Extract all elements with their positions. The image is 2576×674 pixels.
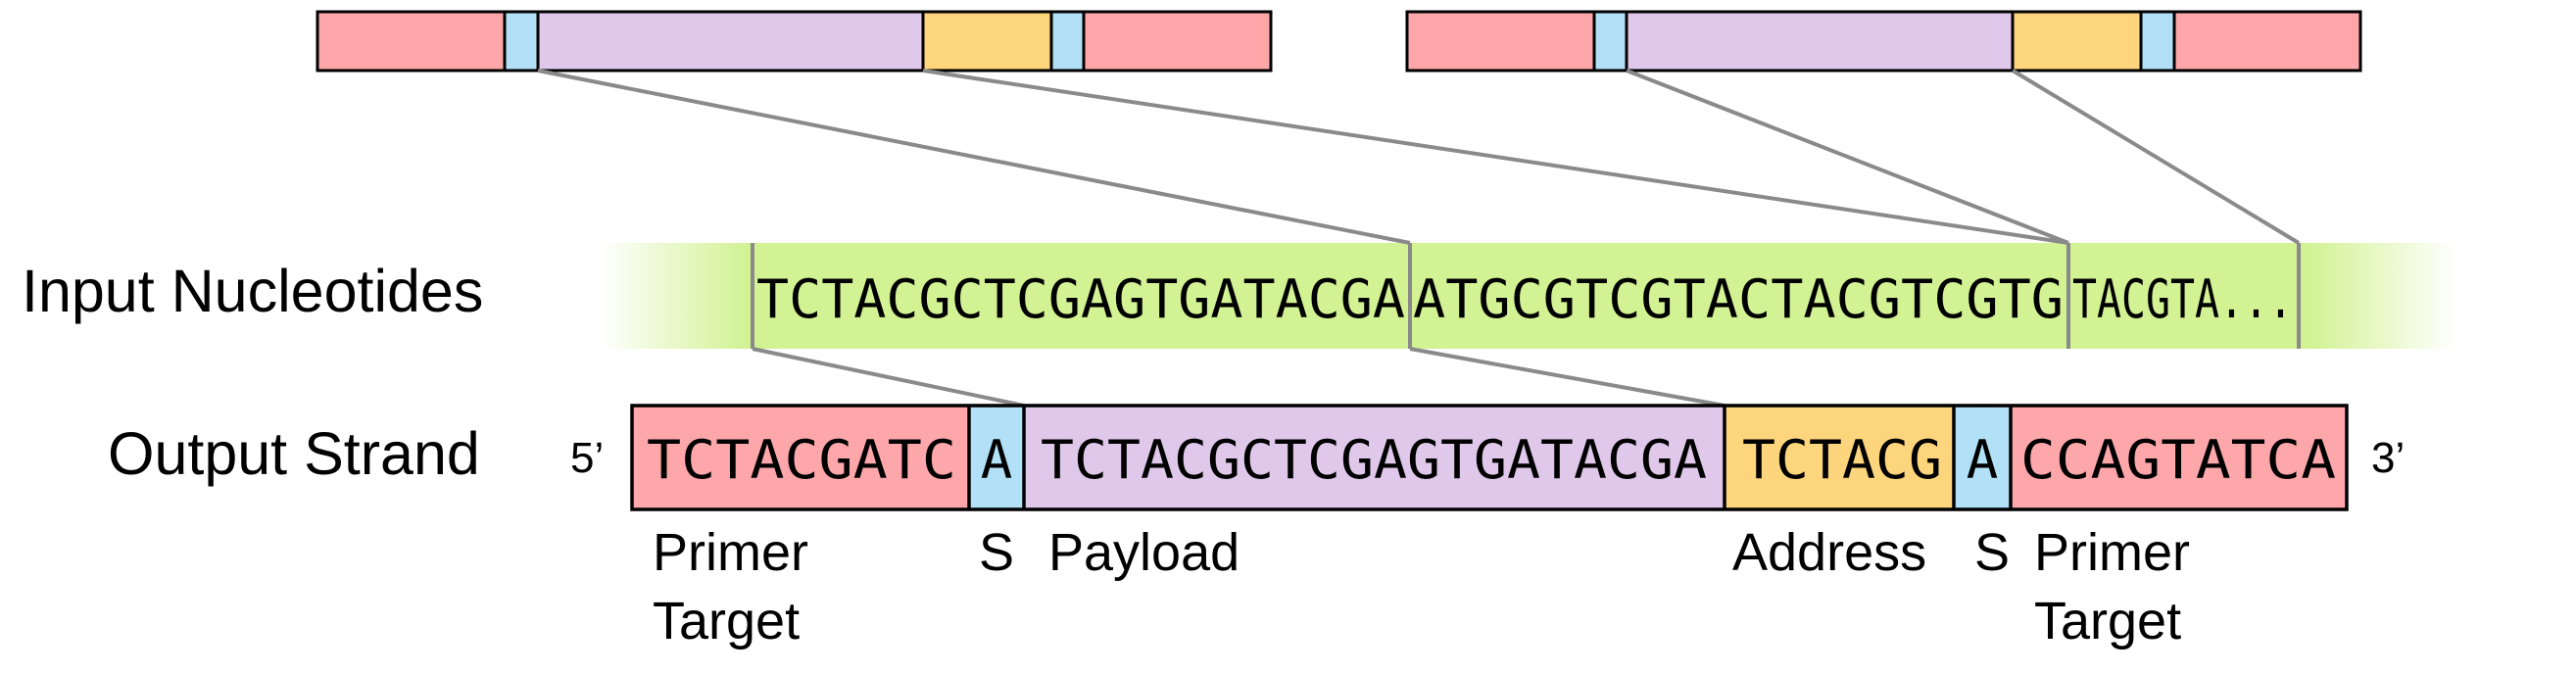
caption-primer-right-line2: Target	[2034, 592, 2181, 650]
caption-primer-left-line1: Primer	[653, 523, 808, 582]
strand-thumbnail-1	[316, 10, 1273, 72]
caption-payload: Payload	[1048, 523, 1239, 582]
five-prime-label: 5’	[570, 434, 604, 482]
thumb1-primer-right	[1084, 12, 1271, 71]
segment-captions: Primer Target S Payload Address S Primer…	[653, 523, 2190, 650]
thumb2-address	[2013, 12, 2141, 71]
thumb1-address	[923, 12, 1051, 71]
thumb2-payload	[1627, 12, 2013, 71]
thumb2-primer-right	[2174, 12, 2360, 71]
output-sequence-address: TCTACG	[1742, 429, 1942, 491]
caption-address: Address	[1732, 523, 1926, 582]
caption-primer-left-line2: Target	[653, 592, 800, 650]
output-strand: TCTACGATC A TCTACGCTCGAGTGATACGA TCTACG …	[630, 404, 2349, 511]
thumb1-primer-left	[317, 12, 505, 71]
output-sequence-payload: TCTACGCTCGAGTGATACGA	[1041, 429, 1707, 491]
output-segment-primer-left	[632, 406, 969, 509]
thumb2-primer-left	[1407, 12, 1594, 71]
output-segment-spacer-right	[1954, 406, 2011, 509]
thumb2-spacer-left	[1594, 12, 1627, 71]
output-sequence-primer-right: CCAGTATCA	[2020, 429, 2336, 491]
input-sequence-segment-2: ATGCGTCGTACTACGTCGTG	[1413, 268, 2064, 330]
caption-spacer-right: S	[1974, 523, 2010, 582]
thumb1-spacer-left	[505, 12, 538, 71]
input-sequence-segment-1: TCTACGCTCGAGTGATACGA	[756, 268, 1405, 330]
input-sequence-segment-3: TACGTA...	[2072, 268, 2293, 330]
thumb2-spacer-right	[2141, 12, 2174, 71]
output-segment-spacer-left	[969, 406, 1024, 509]
input-row-label: Input Nucleotides	[22, 258, 483, 324]
strand-thumbnail-2	[1405, 10, 2362, 72]
output-sequence-spacer-left: A	[981, 429, 1013, 491]
three-prime-label: 3’	[2371, 434, 2405, 482]
thumb1-spacer-right	[1051, 12, 1084, 71]
output-sequence-primer-left: TCTACGATC	[647, 429, 956, 491]
connector-lines	[537, 69, 2301, 408]
output-segment-primer-right	[2011, 406, 2347, 509]
output-sequence-spacer-right: A	[1967, 429, 1999, 491]
thumb1-payload	[538, 12, 923, 71]
output-segment-payload	[1024, 406, 1725, 509]
caption-primer-right-line1: Primer	[2034, 523, 2190, 582]
input-nucleotide-band	[600, 243, 2456, 349]
caption-spacer-left: S	[979, 523, 1014, 582]
output-row-label: Output Strand	[108, 420, 480, 487]
output-segment-address	[1725, 406, 1954, 509]
